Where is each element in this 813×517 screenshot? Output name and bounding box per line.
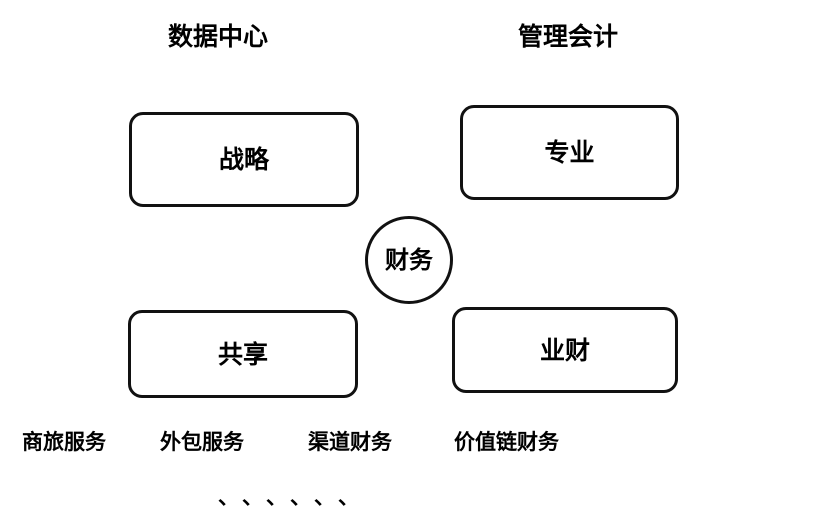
node-box-strategy-label: 战略 [218,145,269,174]
center-node-finance[interactable]: 财务 [365,216,453,304]
footer-label-value-chain-finance: 价值链财务 [454,430,559,454]
node-box-professional[interactable]: 专业 [460,105,679,200]
column-header-management-accounting: 管理会计 [518,22,619,51]
tick-mark: 、 [242,485,263,509]
tick-mark: 、 [290,485,311,509]
column-header-data-center: 数据中心 [168,22,269,51]
node-box-business-finance-label: 业财 [539,335,590,365]
tick-mark-row: 、 、 、 、 、 、 [218,485,359,509]
center-node-finance-label: 财务 [385,246,433,274]
node-box-shared-label: 共享 [217,339,268,369]
footer-label-channel-finance: 渠道财务 [308,430,392,454]
footer-label-outsourcing-service: 外包服务 [160,430,244,454]
tick-mark: 、 [314,485,335,509]
node-box-professional-label: 专业 [544,138,595,167]
footer-label-business-travel-service: 商旅服务 [22,430,106,454]
tick-mark: 、 [266,485,287,509]
node-box-strategy[interactable]: 战略 [129,112,359,207]
tick-mark: 、 [338,485,359,509]
tick-mark: 、 [218,485,239,509]
node-box-business-finance[interactable]: 业财 [452,307,678,393]
node-box-shared[interactable]: 共享 [128,310,358,398]
